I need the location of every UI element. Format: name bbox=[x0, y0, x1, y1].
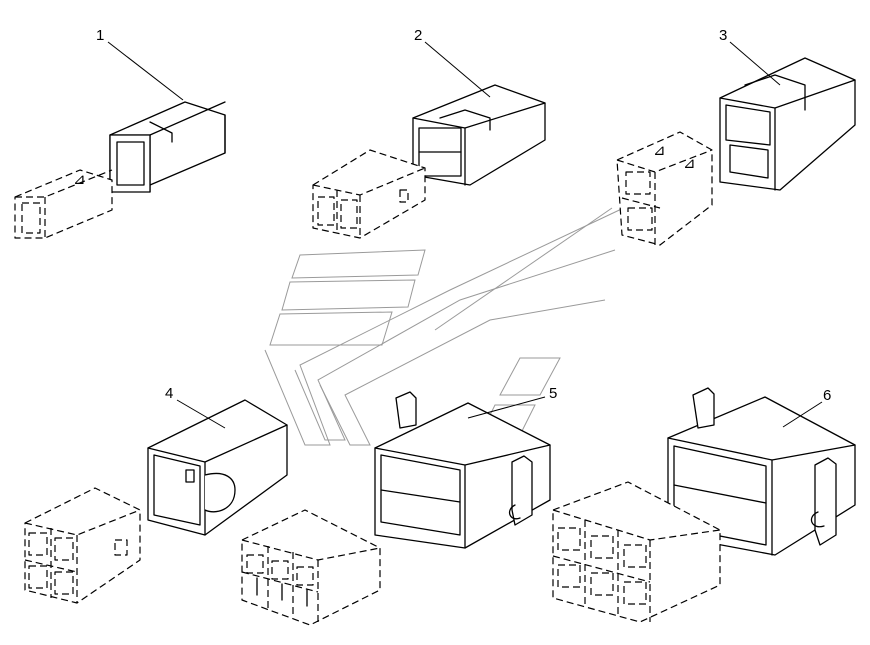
leader-line-6 bbox=[782, 401, 823, 428]
leader-line-4 bbox=[176, 399, 226, 429]
connector-6-terminal bbox=[552, 481, 721, 623]
connector-4-terminal bbox=[24, 487, 141, 604]
callout-4: 4 bbox=[165, 385, 173, 402]
leader-line-2 bbox=[424, 41, 491, 98]
connector-1-terminal: ⊿ bbox=[14, 169, 113, 239]
leader-line-5 bbox=[467, 396, 546, 419]
svg-text:⊿: ⊿ bbox=[683, 155, 696, 172]
watermark-logo bbox=[264, 204, 631, 446]
callout-3: 3 bbox=[719, 27, 727, 44]
callout-1: 1 bbox=[96, 27, 104, 44]
svg-text:⊿: ⊿ bbox=[73, 171, 86, 188]
connector-5-terminal bbox=[241, 509, 381, 626]
connector-4-housing bbox=[147, 399, 288, 536]
connector-2-housing bbox=[412, 84, 546, 186]
leader-line-3 bbox=[729, 41, 781, 86]
connector-1-housing bbox=[109, 101, 226, 193]
callout-labels: 1 2 3 4 5 6 bbox=[96, 27, 831, 404]
connector-2-terminal bbox=[312, 149, 426, 239]
callout-6: 6 bbox=[823, 387, 831, 404]
connector-3-terminal: ⊿ ⊿ bbox=[616, 131, 713, 246]
connector-5-housing bbox=[374, 391, 551, 549]
callout-5: 5 bbox=[549, 385, 557, 402]
connector-3-housing bbox=[719, 57, 856, 191]
leader-lines bbox=[107, 41, 823, 429]
svg-text:⊿: ⊿ bbox=[653, 142, 666, 159]
leader-line-1 bbox=[107, 41, 184, 101]
callout-2: 2 bbox=[414, 27, 422, 44]
